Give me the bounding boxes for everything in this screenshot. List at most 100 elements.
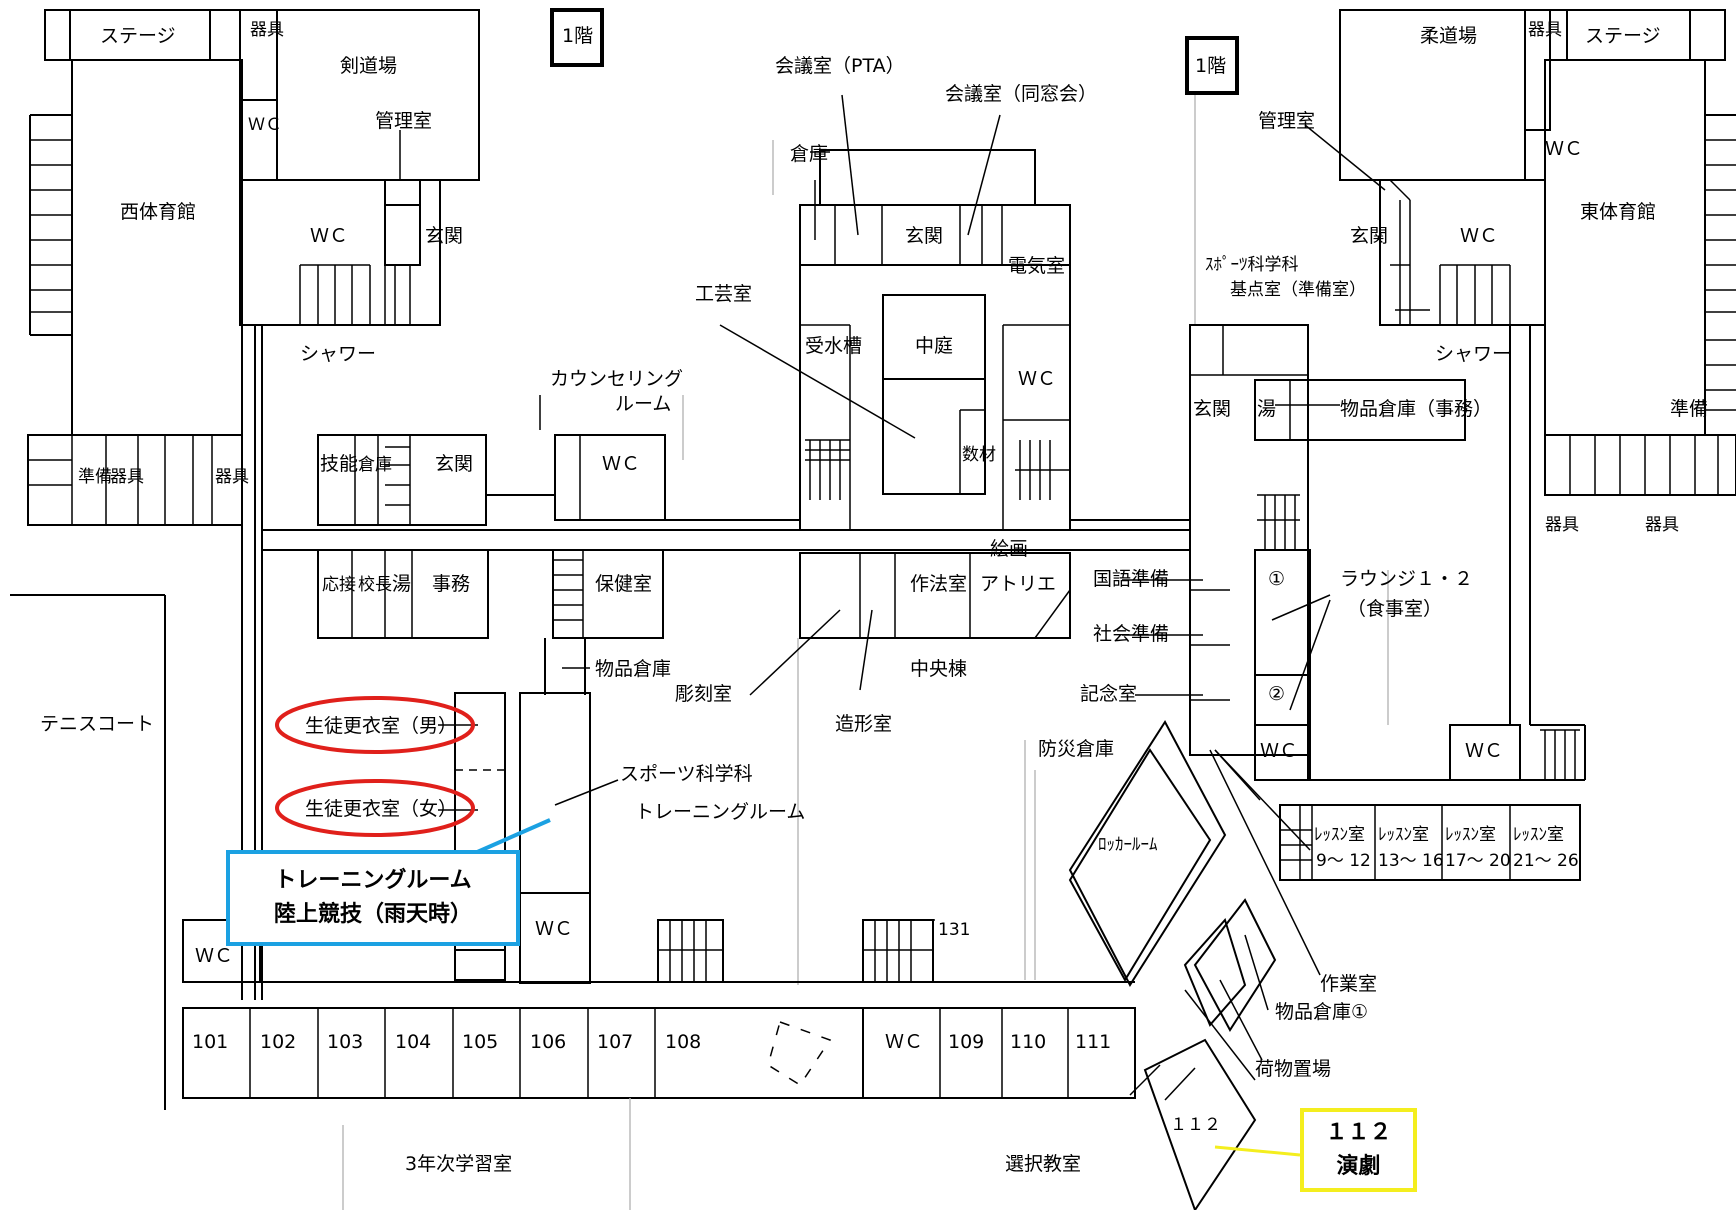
sports-science-label-2: 基点室（準備室） xyxy=(1230,280,1366,300)
etiquette-label: 作法室 xyxy=(910,573,967,595)
lesson-rooms xyxy=(1279,804,1581,881)
floor-label-box-2 xyxy=(1185,36,1239,95)
luggage-label: 荷物置場 xyxy=(1255,1058,1331,1080)
room112-callout-line1: １１２ xyxy=(1325,1120,1392,1145)
counseling-wc-label: ＷＣ xyxy=(602,453,640,475)
north-entrance-label: 玄関 xyxy=(905,225,943,247)
training-callout-line2: 陸上競技（雨天時） xyxy=(273,902,472,927)
art-label-1: 絵画 xyxy=(990,538,1028,560)
room-108: 108 xyxy=(665,1031,701,1053)
lounge-label: ラウンジ１・２ xyxy=(1340,568,1473,590)
principal-label: 校長 xyxy=(358,575,392,595)
locker-men-highlight xyxy=(275,696,475,754)
floor-label-2: 1階 xyxy=(1195,55,1226,77)
training-room-callout: トレーニングルーム 陸上競技（雨天時） xyxy=(226,850,520,946)
east-wing-hot-water-label: 湯 xyxy=(1257,398,1276,420)
disaster-storage-label: 防災倉庫 xyxy=(1038,738,1114,760)
north-central-block xyxy=(772,140,1190,531)
lesson-room-3-name: ﾚｯｽﾝ室 xyxy=(1445,825,1496,845)
leader-lines xyxy=(474,94,1386,1157)
tennis-court-label: テニスコート xyxy=(40,713,154,735)
east-equipment2-label: 器具 xyxy=(1545,515,1579,535)
lesson-room-1-num: 9～ 12 xyxy=(1316,851,1371,871)
lesson-room-1-name: ﾚｯｽﾝ室 xyxy=(1314,825,1365,845)
goods-storage-label: 物品倉庫 xyxy=(595,658,671,680)
room-106: 106 xyxy=(530,1031,566,1053)
east-wc2-label: ＷＣ xyxy=(1460,225,1498,247)
wc-south-2-label: ＷＣ xyxy=(535,918,573,940)
lounge-sub-label: （食事室） xyxy=(1347,598,1442,620)
crafts-label: 工芸室 xyxy=(695,283,752,305)
counseling-label-1: カウンセリング xyxy=(550,368,683,390)
elective-room-label: 選択教室 xyxy=(1005,1153,1081,1175)
west-shower-label: シャワー xyxy=(300,343,376,365)
electrical-label: 電気室 xyxy=(1008,255,1065,277)
east-gym-label: 東体育館 xyxy=(1580,201,1656,223)
east-wing-wc2-label: ＷＣ xyxy=(1465,740,1503,762)
lounge-circle-2: ② xyxy=(1268,683,1285,705)
sports-science-label-1: ｽﾎﾟｰﾂ科学科 xyxy=(1205,255,1299,275)
office-label: 事務 xyxy=(432,573,470,595)
memorial-label: 記念室 xyxy=(1080,682,1137,705)
east-stage-label: ステージ xyxy=(1585,25,1661,47)
west-admin-label: 管理室 xyxy=(375,110,432,132)
room-109: 109 xyxy=(948,1031,984,1053)
room-103: 103 xyxy=(327,1031,363,1053)
west-stage-label: ステージ xyxy=(100,25,176,47)
room-112-label: １１２ xyxy=(1170,1115,1221,1135)
shaping-label: 造形室 xyxy=(835,713,892,735)
west-gym-label: 西体育館 xyxy=(120,201,196,223)
room-102: 102 xyxy=(260,1031,296,1053)
goods-storage-1-label: 物品倉庫① xyxy=(1275,1001,1368,1023)
west-equipment3-label: 器具 xyxy=(215,467,249,487)
south-classrooms xyxy=(182,740,1136,1210)
floor-label-1: 1階 xyxy=(562,25,593,47)
locker-men-label: 生徒更衣室（男） xyxy=(305,715,457,737)
meeting-pta-label: 会議室（PTA） xyxy=(775,55,905,77)
room-111: 111 xyxy=(1075,1031,1111,1053)
west-wc-label: ＷＣ xyxy=(310,225,348,247)
lesson-room-4-num: 21～ 26 xyxy=(1513,851,1579,871)
lesson-room-2-name: ﾚｯｽﾝ室 xyxy=(1378,825,1429,845)
reception-label: 応接 xyxy=(322,575,356,595)
central-rooms xyxy=(797,552,1071,985)
room-107: 107 xyxy=(597,1031,633,1053)
room-131-label: 131 xyxy=(938,920,970,940)
social-prep-label: 社会準備 xyxy=(1093,623,1169,645)
health-room-label: 保健室 xyxy=(595,573,652,595)
room-104: 104 xyxy=(395,1031,431,1053)
sports-training-label-1: スポーツ科学科 xyxy=(620,763,753,785)
counseling-label-2: ルーム xyxy=(615,393,671,415)
wc-south-1-label: ＷＣ xyxy=(195,945,233,967)
room-110: 110 xyxy=(1010,1031,1046,1053)
east-admin-label: 管理室 xyxy=(1258,110,1315,132)
diagonal-blocks xyxy=(1068,720,1321,1210)
room-105: 105 xyxy=(462,1031,498,1053)
training-callout-line1: トレーニングルーム xyxy=(274,868,472,893)
east-shower-label: シャワー xyxy=(1435,343,1511,365)
east-prep-label: 準備 xyxy=(1670,398,1708,420)
east-wing-wc-label: ＷＣ xyxy=(1260,740,1298,762)
lounge-circle-1: ① xyxy=(1268,568,1285,590)
kendo-label: 剣道場 xyxy=(340,55,397,77)
central-building-label: 中央棟 xyxy=(910,658,967,680)
admin-block xyxy=(262,395,1190,695)
west-entrance-label: 玄関 xyxy=(425,225,463,247)
work-room-label: 作業室 xyxy=(1320,973,1377,995)
sculpture-label: 彫刻室 xyxy=(675,683,732,705)
locker-women-highlight xyxy=(275,779,475,837)
goods-office-label: 物品倉庫（事務） xyxy=(1340,398,1492,420)
lesson-room-4-name: ﾚｯｽﾝ室 xyxy=(1513,825,1564,845)
east-wing xyxy=(1189,95,1585,851)
room112-callout-line2: 演劇 xyxy=(1336,1154,1381,1179)
materials-label: 数材 xyxy=(962,445,996,465)
sports-training-label-2: トレーニングルーム xyxy=(635,801,805,823)
east-equipment3-label: 器具 xyxy=(1645,515,1679,535)
east-wing-entrance-label: 玄関 xyxy=(1193,398,1231,420)
west-gym xyxy=(27,9,480,526)
west-equipment2-label: 器具 xyxy=(110,467,144,487)
east-entrance-label: 玄関 xyxy=(1350,225,1388,247)
locker-women-label: 生徒更衣室（女） xyxy=(305,798,457,820)
floor-label-box-1 xyxy=(550,8,604,67)
locker-room-label: ﾛｯｶｰﾙｰﾑ xyxy=(1098,835,1158,855)
